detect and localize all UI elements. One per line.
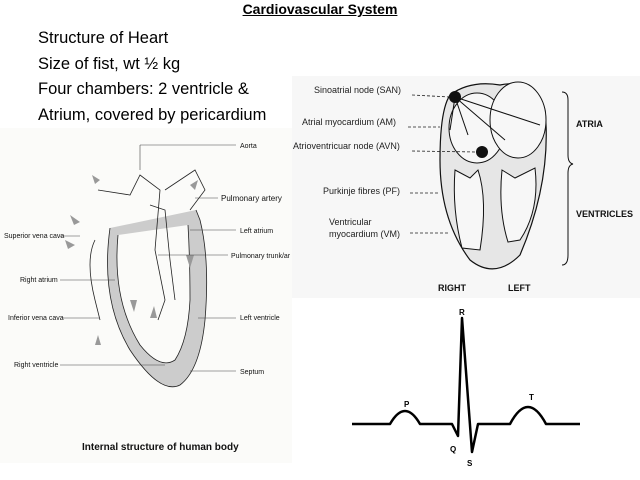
ecg-waveform: R P T Q S — [352, 308, 580, 468]
ecg-label-s: S — [467, 459, 473, 468]
label-pulmonary-trunk: Pulmonary trunk/ar — [231, 253, 291, 260]
label-san: Sinoatrial node (SAN) — [314, 85, 401, 95]
label-atria: ATRIA — [576, 119, 603, 129]
bullet-item: Size of fist, wt ½ kg — [38, 54, 181, 73]
ecg-label-r: R — [459, 308, 465, 317]
label-ventricles: VENTRICLES — [576, 209, 633, 219]
label-am: Atrial myocardium (AM) — [302, 117, 396, 127]
label-left-ventricle: Left ventricle — [240, 315, 280, 322]
label-left: LEFT — [508, 283, 531, 293]
diagram-caption: Internal structure of human body — [82, 442, 239, 453]
slide-title: Cardiovascular System — [242, 1, 398, 17]
label-aorta: Aorta — [240, 143, 257, 150]
label-right-atrium: Right atrium — [20, 277, 58, 284]
label-superior-vena-cava: Superior vena cava — [4, 233, 64, 240]
label-pulmonary-artery: Pulmonary artery — [221, 194, 282, 203]
ecg-label-t: T — [529, 393, 534, 402]
bullet-item: Atrium, covered by pericardium — [38, 105, 267, 124]
label-inferior-vena-cava: Inferior vena cava — [8, 315, 64, 322]
label-right: RIGHT — [438, 283, 467, 293]
label-vm-line1: Ventricular — [329, 217, 372, 227]
label-avn: Atrioventricuar node (AVN) — [293, 141, 400, 151]
ecg-label-p: P — [404, 400, 410, 409]
ecg-label-q: Q — [450, 445, 456, 454]
heart-conduction-diagram: Sinoatrial node (SAN) Atrial myocardium … — [292, 76, 640, 298]
bullet-item: Four chambers: 2 ventricle & — [38, 80, 249, 98]
bullet-item: Structure of Heart — [38, 29, 169, 47]
label-pf: Purkinje fibres (PF) — [323, 186, 400, 196]
label-left-atrium: Left atrium — [240, 228, 273, 235]
bullet-list: Structure of Heart Size of fist, wt ½ kg… — [38, 26, 266, 128]
heart-internal-diagram: Aorta Pulmonary artery Left atrium Pulmo… — [0, 128, 292, 463]
label-vm-line2: myocardium (VM) — [329, 229, 400, 239]
label-septum: Septum — [240, 369, 264, 376]
label-right-ventricle: Right ventricle — [14, 362, 58, 369]
